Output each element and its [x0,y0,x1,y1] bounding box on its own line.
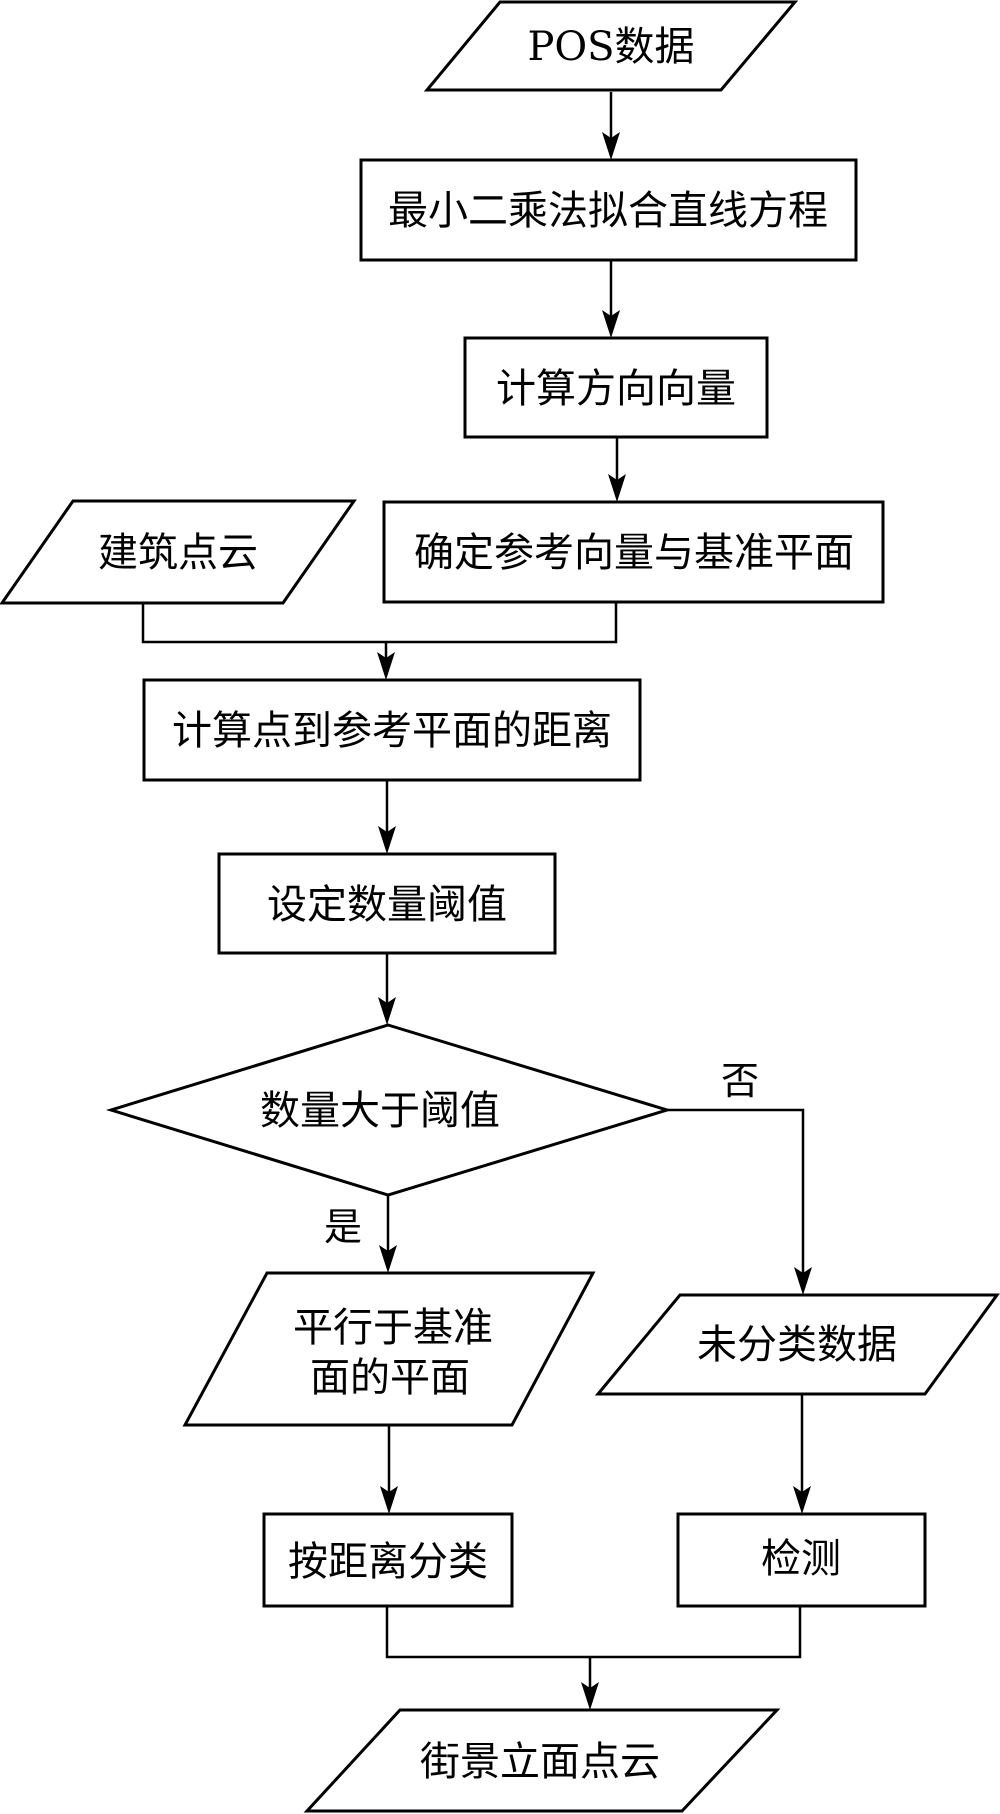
node-classify-distance: 按距离分类 [262,1512,514,1608]
arrowhead [378,826,396,854]
node-label: 计算点到参考平面的距离 [172,708,612,754]
rectangle-shape [142,678,642,782]
edge-merge-inputs [141,602,618,644]
node-label-line-2: 面的平面 [310,1355,470,1401]
arrowhead [379,1245,397,1273]
node-least-squares: 最小二乘法拟合直线方程 [359,158,858,262]
connectors [141,92,812,1710]
rectangle-shape [262,1512,514,1608]
node-reference-plane: 确定参考向量与基准平面 [382,500,885,604]
node-label: 计算方向向量 [496,366,736,412]
node-label: 建筑点云 [98,530,258,576]
node-point-distance: 计算点到参考平面的距离 [142,678,642,782]
parallelogram-shape [423,0,799,92]
rectangle-shape [359,158,858,262]
node-label: 街景立面点云 [420,1739,660,1785]
edge-label-no: 否 [721,1059,759,1103]
node-parallel-planes: 平行于基准 面的平面 [182,1271,596,1427]
node-label: 检测 [761,1536,841,1582]
arrowhead [380,1486,398,1514]
node-pos-data: POS数据 [423,0,799,92]
rectangle-shape [382,500,885,604]
arrowhead [602,132,620,160]
arrowhead [378,997,396,1025]
node-label-line-1: 平行于基准 [293,1305,493,1351]
node-building-cloud: 建筑点云 [0,499,357,605]
arrowhead [794,1267,812,1295]
edge-no [667,1108,805,1277]
arrowhead [793,1486,811,1514]
node-set-threshold: 设定数量阈值 [217,852,557,955]
parallelogram-shape [0,499,357,605]
parallelogram-shape [182,1271,596,1427]
node-label: 未分类数据 [697,1322,897,1368]
node-label: 确定参考向量与基准平面 [414,530,854,576]
parallelogram-shape [594,1293,1000,1396]
node-facade-cloud: 街景立面点云 [303,1708,781,1813]
arrowhead [602,310,620,338]
node-detect: 检测 [676,1512,927,1608]
arrowhead [608,474,626,502]
rectangle-shape [217,852,557,955]
node-label: 最小二乘法拟合直线方程 [388,188,828,234]
diamond-shape [105,1023,673,1197]
node-label: 数量大于阈值 [260,1088,500,1134]
parallelogram-shape [303,1708,781,1813]
arrowhead [581,1682,599,1710]
rectangle-shape [463,336,769,439]
edge-label-yes: 是 [324,1205,362,1249]
node-label: POS数据 [527,24,694,70]
node-unclassified: 未分类数据 [594,1293,1000,1396]
arrowhead [377,652,395,680]
node-decision: 数量大于阈值 [105,1023,673,1197]
node-label: 设定数量阈值 [267,882,507,928]
node-direction-vector: 计算方向向量 [463,336,769,439]
node-label: 按距离分类 [288,1539,488,1585]
edge-merge-outputs [385,1606,802,1659]
rectangle-shape [676,1512,927,1608]
